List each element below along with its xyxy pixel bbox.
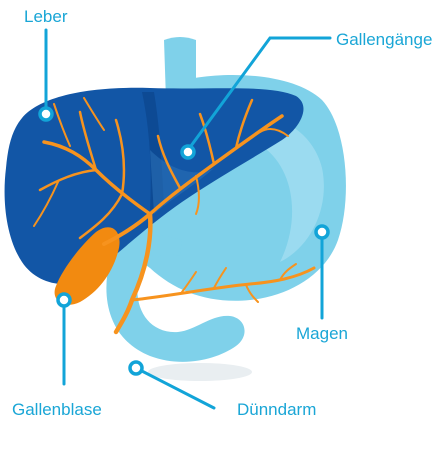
stomach-highlight (232, 115, 324, 262)
leader-line-small-intestine (134, 366, 216, 410)
duct-branch (279, 263, 297, 281)
leader-dots (38, 106, 330, 376)
duct-branch (198, 112, 216, 166)
duct-branch (114, 118, 126, 196)
bile-ducts (33, 97, 316, 335)
duct-branch (181, 271, 197, 293)
leader-line-bile-ducts (186, 36, 332, 152)
duct-branch (195, 175, 200, 215)
label-small-intestine: Dünndarm (237, 400, 317, 419)
duct-branch (78, 110, 98, 172)
leader-dot-bile-ducts (180, 144, 196, 160)
leader-dot-stomach (314, 224, 330, 240)
leader-dot-liver (38, 106, 54, 122)
duct-branch (38, 168, 98, 192)
duct-branch (83, 97, 105, 131)
ground-shadow (148, 363, 252, 381)
label-bile-ducts: Gallengänge (336, 30, 433, 49)
liver-overlap-shade (150, 150, 214, 214)
duct-branch (78, 192, 124, 240)
duct-branch (245, 284, 259, 303)
duct-branch (53, 103, 71, 147)
label-gallbladder: Gallenblase (12, 400, 102, 419)
small-intestine (106, 235, 245, 362)
leader-dot-gallbladder (56, 292, 72, 308)
label-liver: Leber (24, 7, 68, 26)
duct-branch (33, 181, 59, 227)
duct-branch (234, 98, 254, 150)
leader-lines (44, 28, 332, 410)
duct-branch (259, 128, 289, 137)
label-stomach: Magen (296, 324, 348, 343)
pancreatic-duct (130, 266, 316, 302)
cystic-duct (102, 212, 152, 246)
duct-branch (156, 134, 182, 190)
gallbladder (54, 227, 120, 305)
duct-branch (213, 267, 227, 289)
leader-dot-small-intestine (128, 360, 144, 376)
